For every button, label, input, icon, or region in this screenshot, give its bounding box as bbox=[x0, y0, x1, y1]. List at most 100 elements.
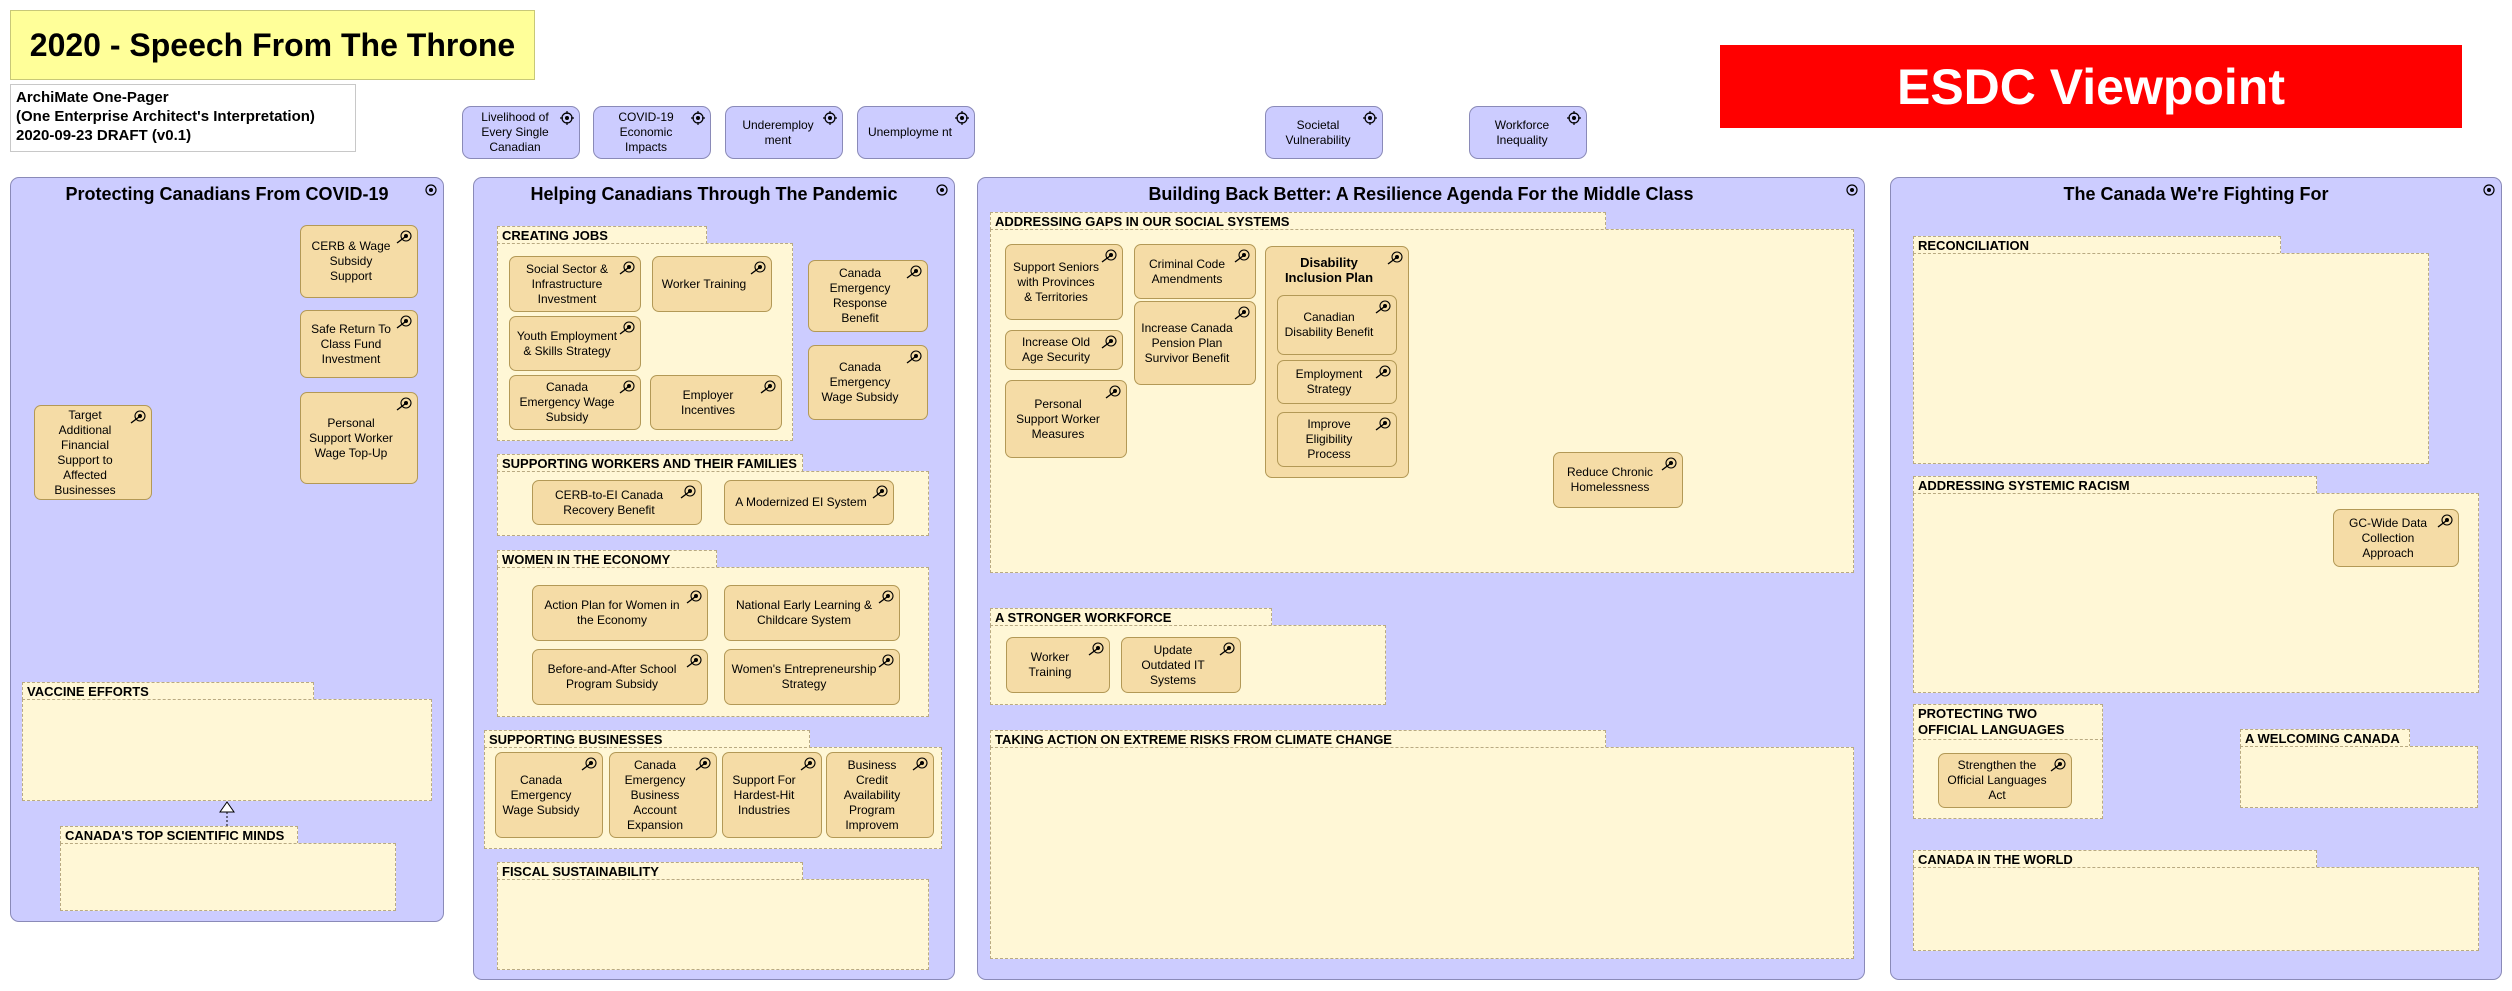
node-disability-benefit[interactable]: Canadian Disability Benefit bbox=[1277, 295, 1397, 355]
group-label-vaccine: VACCINE EFFORTS bbox=[22, 682, 314, 700]
goal-icon bbox=[619, 380, 635, 394]
driver-icon bbox=[1363, 111, 1377, 125]
driver-icon bbox=[955, 111, 969, 125]
driver-societal-vulnerability[interactable]: Societal Vulnerability bbox=[1265, 106, 1383, 159]
goal-icon bbox=[1387, 251, 1403, 265]
node-women-entrepreneurship[interactable]: Women's Entrepreneurship Strategy bbox=[724, 649, 900, 705]
group-scientific-minds[interactable] bbox=[60, 843, 396, 911]
driver-underemployment[interactable]: Underemploy ment bbox=[725, 106, 843, 159]
node-reduce-homelessness[interactable]: Reduce Chronic Homelessness bbox=[1553, 452, 1683, 508]
group-label-reconciliation: RECONCILIATION bbox=[1913, 236, 2281, 254]
group-fiscal-sustainability[interactable] bbox=[497, 879, 929, 970]
goal-icon bbox=[695, 757, 711, 771]
node-criminal-code[interactable]: Criminal Code Amendments bbox=[1134, 244, 1256, 299]
driver-icon bbox=[823, 111, 837, 125]
goal-icon bbox=[619, 321, 635, 335]
driver-workforce-inequality[interactable]: Workforce Inequality bbox=[1469, 106, 1587, 159]
diagram-title: 2020 - Speech From The Throne bbox=[10, 10, 535, 80]
goal-icon bbox=[396, 230, 412, 244]
node-worker-training[interactable]: Worker Training bbox=[652, 256, 772, 312]
grouping-icon bbox=[1846, 184, 1858, 196]
group-label-welcoming: A WELCOMING CANADA bbox=[2240, 729, 2410, 747]
group-label-fiscal: FISCAL SUSTAINABILITY bbox=[497, 862, 803, 880]
goal-icon bbox=[680, 485, 696, 499]
goal-icon bbox=[1375, 417, 1391, 431]
node-cerb[interactable]: Canada Emergency Response Benefit bbox=[808, 260, 928, 332]
node-early-learning[interactable]: National Early Learning & Childcare Syst… bbox=[724, 585, 900, 641]
driver-icon bbox=[691, 111, 705, 125]
node-gc-data-collection[interactable]: GC-Wide Data Collection Approach bbox=[2333, 509, 2459, 567]
goal-icon bbox=[1088, 642, 1104, 656]
goal-icon bbox=[760, 380, 776, 394]
group-vaccine-efforts[interactable] bbox=[22, 699, 432, 801]
group-climate-change[interactable] bbox=[990, 747, 1854, 959]
grouping-icon bbox=[2483, 184, 2495, 196]
goal-icon bbox=[130, 410, 146, 424]
group-label-gaps: ADDRESSING GAPS IN OUR SOCIAL SYSTEMS bbox=[990, 212, 1606, 230]
relationship-arrow bbox=[219, 801, 235, 827]
goal-icon bbox=[800, 757, 816, 771]
node-cews-business[interactable]: Canada Emergency Wage Subsidy bbox=[495, 752, 603, 838]
goal-icon bbox=[1375, 365, 1391, 379]
node-employer-incentives[interactable]: Employer Incentives bbox=[650, 375, 782, 430]
node-ceba-expansion[interactable]: Canada Emergency Business Account Expans… bbox=[609, 752, 717, 838]
node-support-seniors[interactable]: Support Seniors with Provinces & Territo… bbox=[1005, 244, 1123, 320]
meta-line: 2020-09-23 DRAFT (v0.1) bbox=[16, 127, 192, 144]
node-cerb-wage-subsidy[interactable]: CERB & Wage Subsidy Support bbox=[300, 225, 418, 298]
grouping-icon bbox=[425, 184, 437, 196]
node-worker-training-bbb[interactable]: Worker Training bbox=[1006, 637, 1110, 693]
group-label-languages: PROTECTING TWO OFFICIAL LANGUAGES bbox=[1913, 704, 2103, 740]
goal-icon bbox=[878, 590, 894, 604]
goal-icon bbox=[750, 261, 766, 275]
goal-icon bbox=[906, 265, 922, 279]
group-label-supporting-workers: SUPPORTING WORKERS AND THEIR FAMILIES bbox=[497, 454, 803, 472]
node-psw-measures[interactable]: Personal Support Worker Measures bbox=[1005, 380, 1127, 458]
goal-icon bbox=[396, 315, 412, 329]
driver-covid-impacts[interactable]: COVID-19 Economic Impacts bbox=[593, 106, 711, 159]
goal-icon bbox=[396, 397, 412, 411]
goal-icon bbox=[2050, 758, 2066, 772]
group-label-workforce: A STRONGER WORKFORCE bbox=[990, 608, 1272, 626]
node-official-languages-act[interactable]: Strengthen the Official Languages Act bbox=[1938, 753, 2072, 808]
goal-icon bbox=[686, 590, 702, 604]
node-update-it-systems[interactable]: Update Outdated IT Systems bbox=[1121, 637, 1241, 693]
goal-icon bbox=[906, 350, 922, 364]
node-eligibility-process[interactable]: Improve Eligibility Process bbox=[1277, 412, 1397, 467]
node-safe-return[interactable]: Safe Return To Class Fund Investment bbox=[300, 310, 418, 378]
node-psw-wage[interactable]: Personal Support Worker Wage Top-Up bbox=[300, 392, 418, 484]
goal-icon bbox=[1375, 300, 1391, 314]
group-label-scientific: CANADA'S TOP SCIENTIFIC MINDS bbox=[60, 826, 298, 844]
group-label-business: SUPPORTING BUSINESSES bbox=[484, 730, 810, 748]
group-canada-in-world[interactable] bbox=[1913, 867, 2479, 951]
node-youth-employment[interactable]: Youth Employment & Skills Strategy bbox=[509, 316, 641, 371]
goal-icon bbox=[1105, 385, 1121, 399]
driver-unemployment[interactable]: Unemployme nt bbox=[857, 106, 975, 159]
group-welcoming-canada[interactable] bbox=[2240, 746, 2478, 808]
node-action-plan-women[interactable]: Action Plan for Women in the Economy bbox=[532, 585, 708, 641]
node-employment-strategy[interactable]: Employment Strategy bbox=[1277, 360, 1397, 404]
pillar-title: Protecting Canadians From COVID-19 bbox=[65, 184, 389, 204]
node-business-credit[interactable]: Business Credit Availability Program Imp… bbox=[826, 752, 934, 838]
node-cews[interactable]: Canada Emergency Wage Subsidy bbox=[808, 345, 928, 420]
goal-icon bbox=[1101, 335, 1117, 349]
goal-icon bbox=[619, 261, 635, 275]
node-target-financial-support[interactable]: Target Additional Financial Support to A… bbox=[34, 405, 152, 500]
driver-livelihood[interactable]: Livelihood of Every Single Canadian bbox=[462, 106, 580, 159]
goal-icon bbox=[872, 485, 888, 499]
goal-icon bbox=[1234, 249, 1250, 263]
goal-icon bbox=[1101, 249, 1117, 263]
goal-icon bbox=[1661, 457, 1677, 471]
goal-icon bbox=[581, 757, 597, 771]
viewpoint-banner: ESDC Viewpoint bbox=[1720, 45, 2462, 128]
group-reconciliation[interactable] bbox=[1913, 253, 2429, 464]
meta-line: ArchiMate One-Pager bbox=[16, 89, 169, 106]
node-cpp-survivor[interactable]: Increase Canada Pension Plan Survivor Be… bbox=[1134, 301, 1256, 385]
node-cews-jobs[interactable]: Canada Emergency Wage Subsidy bbox=[509, 375, 641, 430]
node-modernized-ei[interactable]: A Modernized EI System bbox=[724, 480, 894, 525]
node-hardest-hit[interactable]: Support For Hardest-Hit Industries bbox=[722, 752, 822, 838]
goal-icon bbox=[1234, 306, 1250, 320]
node-social-sector[interactable]: Social Sector & Infrastructure Investmen… bbox=[509, 256, 641, 312]
node-before-after-school[interactable]: Before-and-After School Program Subsidy bbox=[532, 649, 708, 705]
node-cerb-to-ei[interactable]: CERB-to-EI Canada Recovery Benefit bbox=[532, 480, 702, 525]
node-increase-oas[interactable]: Increase Old Age Security bbox=[1005, 330, 1123, 370]
